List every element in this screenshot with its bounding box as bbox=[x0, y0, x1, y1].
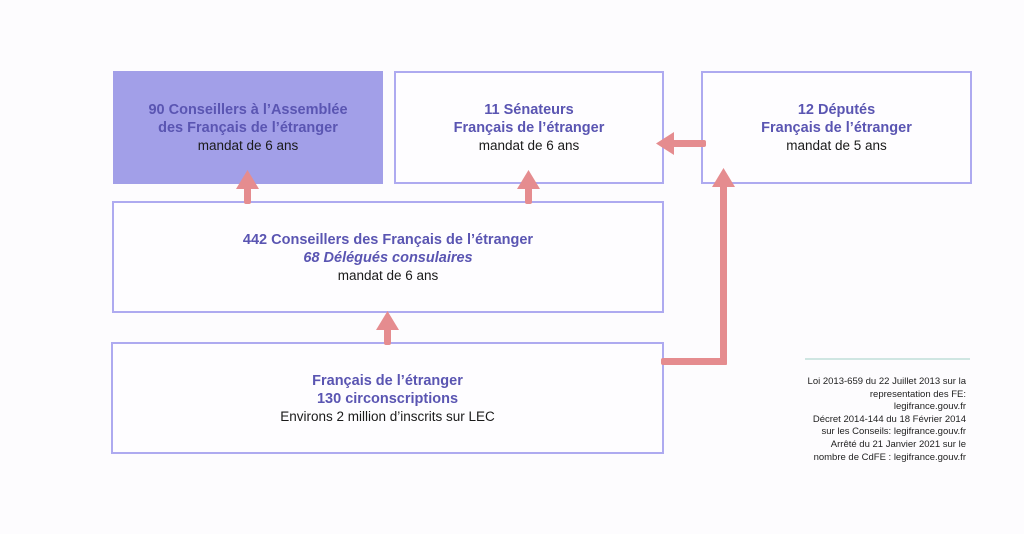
box-francais-etranger: Français de l’étranger 130 circonscripti… bbox=[111, 342, 664, 454]
box-conseillers-francais-etranger: 442 Conseillers des Français de l’étrang… bbox=[112, 201, 664, 313]
note-line: representation des FE: bbox=[869, 388, 966, 400]
box-subtitle: Environs 2 million d’inscrits sur LEC bbox=[280, 408, 495, 424]
box-title-line: 90 Conseillers à l’Assemblée bbox=[148, 102, 348, 118]
box-title-line: Français de l’étranger bbox=[761, 120, 912, 136]
box-subtitle: mandat de 5 ans bbox=[786, 138, 887, 153]
box-title-line: 12 Députés bbox=[797, 102, 876, 118]
box-subtitle: mandat de 6 ans bbox=[197, 138, 299, 153]
arrow-elbow-francais-to-deputes bbox=[661, 168, 735, 365]
note-line: Arrêté du 21 Janvier 2021 sur le bbox=[830, 438, 966, 450]
arrow-up-to-senateurs bbox=[517, 170, 540, 204]
arrow-left-deputes-to-senateurs bbox=[656, 132, 706, 155]
box-title-line: Français de l’étranger bbox=[453, 120, 605, 136]
box-title-line: 130 circonscriptions bbox=[316, 390, 459, 407]
box-title-line: Français de l’étranger bbox=[312, 372, 463, 389]
box-subtitle: mandat de 6 ans bbox=[337, 267, 439, 283]
box-title: 442 Conseillers des Français de l’étrang… bbox=[242, 231, 534, 248]
note-line: nombre de CdFE : legifrance.gouv.fr bbox=[813, 451, 966, 463]
box-title-line: des Français de l’étranger bbox=[158, 120, 338, 136]
note-line: Décret 2014-144 du 18 Février 2014 bbox=[812, 413, 966, 425]
note-line: legifrance.gouv.fr bbox=[893, 401, 966, 413]
legal-references-note: Loi 2013-659 du 22 Juillet 2013 sur la r… bbox=[790, 376, 966, 464]
box-title-line: 11 Sénateurs bbox=[484, 102, 574, 118]
arrow-up-to-conseillers bbox=[376, 311, 399, 345]
box-deputes: 12 Députés Français de l’étranger mandat… bbox=[701, 71, 972, 184]
note-divider bbox=[805, 358, 970, 360]
box-italic-title: 68 Délégués consulaires bbox=[303, 249, 473, 266]
box-conseillers-assemblee: 90 Conseillers à l’Assemblée des Françai… bbox=[113, 71, 383, 184]
note-line: Loi 2013-659 du 22 Juillet 2013 sur la bbox=[807, 376, 966, 387]
box-senateurs: 11 Sénateurs Français de l’étranger mand… bbox=[394, 71, 664, 184]
note-line: sur les Conseils: legifrance.gouv.fr bbox=[821, 426, 967, 438]
box-subtitle: mandat de 6 ans bbox=[478, 138, 580, 153]
arrow-up-to-assemblee bbox=[236, 170, 259, 204]
